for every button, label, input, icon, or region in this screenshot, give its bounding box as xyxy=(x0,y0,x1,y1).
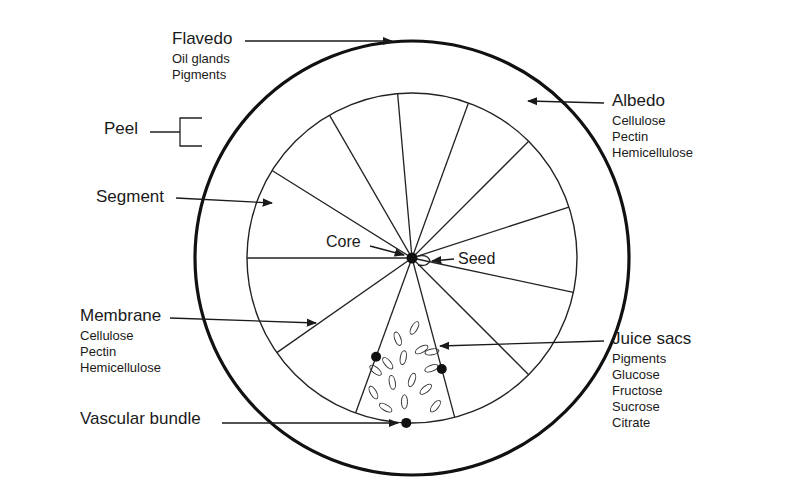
part-label: Peel xyxy=(104,120,138,139)
juice-sacs-leader xyxy=(440,341,604,346)
vascular-bundle-leader xyxy=(222,422,398,423)
component-label: Pigments xyxy=(612,352,666,366)
part-label: Vascular bundle xyxy=(80,410,201,429)
segment-leader xyxy=(176,198,272,203)
juice-sac xyxy=(399,350,407,365)
part-label: Albedo xyxy=(612,92,665,111)
component-label: Pectin xyxy=(612,130,648,144)
seed-leader xyxy=(432,259,454,261)
segment-membrane xyxy=(277,258,412,353)
juice-sac xyxy=(407,372,417,387)
juice-sac xyxy=(381,356,395,371)
part-label: Juice sacs xyxy=(612,330,691,349)
component-label: Fructose xyxy=(612,384,663,398)
juice-sac xyxy=(425,348,440,356)
segment-membrane xyxy=(272,171,412,258)
vascular-bundle-dot xyxy=(371,352,381,362)
component-label: Cellulose xyxy=(612,114,665,128)
juice-sac xyxy=(367,385,379,400)
membrane-leader xyxy=(170,318,316,323)
part-label: Seed xyxy=(458,250,495,268)
vascular-bundle-dot xyxy=(437,364,447,374)
component-label: Sucrose xyxy=(612,400,660,414)
juice-sac xyxy=(368,363,383,377)
juice-sac xyxy=(429,399,443,414)
component-label: Oil glands xyxy=(172,52,230,66)
core-dot xyxy=(407,253,418,264)
segment-membrane xyxy=(412,258,455,417)
component-label: Cellulose xyxy=(80,329,133,343)
component-label: Citrate xyxy=(612,416,650,430)
segment-membrane xyxy=(356,258,412,413)
component-label: Pigments xyxy=(172,68,226,82)
juice-sac xyxy=(424,363,439,373)
flavedo-leader xyxy=(245,40,392,41)
fruit-drawing xyxy=(150,41,629,475)
juice-sac xyxy=(393,331,403,346)
juice-sac xyxy=(419,382,434,396)
component-label: Hemicellulose xyxy=(612,146,693,160)
albedo-inner-outline xyxy=(247,93,577,423)
component-label: Pectin xyxy=(80,345,116,359)
peel-bracket xyxy=(150,118,202,146)
component-label: Glucose xyxy=(612,368,660,382)
albedo-leader xyxy=(528,101,604,103)
juice-sac xyxy=(378,402,393,414)
juice-sac xyxy=(414,343,429,355)
segment-membrane xyxy=(412,103,468,258)
flavedo-outline xyxy=(195,41,629,475)
segment-membrane xyxy=(247,257,412,258)
part-label: Membrane xyxy=(80,307,161,326)
vascular-bundle-dot xyxy=(401,418,411,428)
part-label: Core xyxy=(326,233,361,251)
component-label: Hemicellulose xyxy=(80,361,161,375)
part-label: Flavedo xyxy=(172,30,232,49)
core-leader xyxy=(370,246,404,255)
juice-sac xyxy=(408,320,420,335)
juice-sac xyxy=(388,375,396,390)
segment-membrane xyxy=(412,141,529,258)
part-label: Segment xyxy=(96,188,164,207)
juice-sac xyxy=(401,395,407,409)
segment-membrane xyxy=(398,94,412,258)
seed-shape xyxy=(418,256,430,266)
segment-membrane xyxy=(412,258,529,375)
